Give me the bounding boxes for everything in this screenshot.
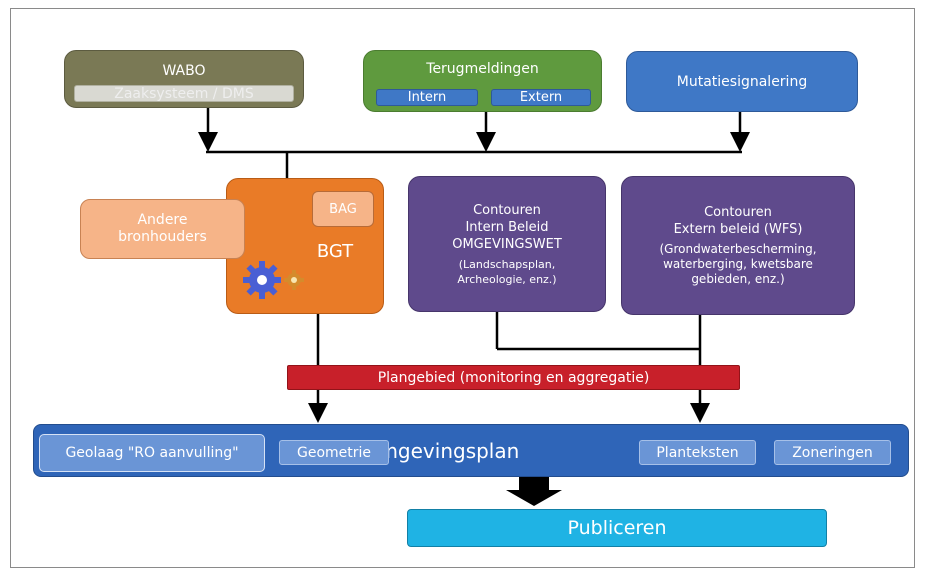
- andere-bronhouders-box: Andere bronhouders: [80, 199, 245, 259]
- planteksten-label: Planteksten: [639, 440, 756, 465]
- gear-icon: [243, 261, 304, 299]
- andere-line-1: Andere: [137, 212, 188, 228]
- mutatiesignalering-box: Mutatiesignalering: [626, 51, 858, 112]
- plangebied-bar: Plangebied (monitoring en aggregatie): [287, 365, 740, 390]
- contouren-intern-box: Contouren Intern Beleid OMGEVINGSWET (La…: [408, 176, 606, 312]
- contour-extern-small-2: waterberging, kwetsbare: [663, 257, 813, 271]
- down-arrow-icon: [506, 472, 562, 506]
- contour-intern-small-1: (Landschapsplan,: [458, 257, 556, 271]
- contour-intern-line-3: OMGEVINGSWET: [452, 236, 562, 252]
- contouren-extern-box: Contouren Extern beleid (WFS) (Grondwate…: [621, 176, 855, 315]
- contour-intern-line-1: Contouren: [473, 202, 541, 218]
- contour-extern-line-1: Contouren: [704, 205, 772, 220]
- wabo-title: WABO: [162, 63, 206, 79]
- mutatiesignalering-title: Mutatiesignalering: [676, 73, 808, 90]
- publiceren-title: Publiceren: [567, 517, 667, 539]
- geolaag-label: Geolaag "RO aanvulling": [39, 434, 265, 472]
- andere-line-2: bronhouders: [118, 229, 207, 245]
- intern-label: Intern: [376, 89, 478, 106]
- geometrie-label: Geometrie: [279, 440, 389, 465]
- bgt-title: BGT: [316, 240, 354, 262]
- extern-label: Extern: [491, 89, 591, 106]
- zoneringen-label: Zoneringen: [774, 440, 891, 465]
- bag-label: BAG: [312, 191, 374, 227]
- contour-intern-small-2: Archeologie, enz.): [457, 272, 557, 286]
- contour-extern-line-2: Extern beleid (WFS): [673, 222, 803, 237]
- terugmeldingen-title: Terugmeldingen: [426, 61, 539, 77]
- contour-extern-small-1: (Grondwaterbescherming,: [659, 242, 817, 256]
- zaaksysteem-label: Zaaksysteem / DMS: [74, 85, 294, 102]
- contour-extern-small-3: gebieden, enz.): [691, 272, 785, 286]
- contour-intern-line-2: Intern Beleid: [465, 219, 549, 235]
- publiceren-box: Publiceren: [407, 509, 827, 547]
